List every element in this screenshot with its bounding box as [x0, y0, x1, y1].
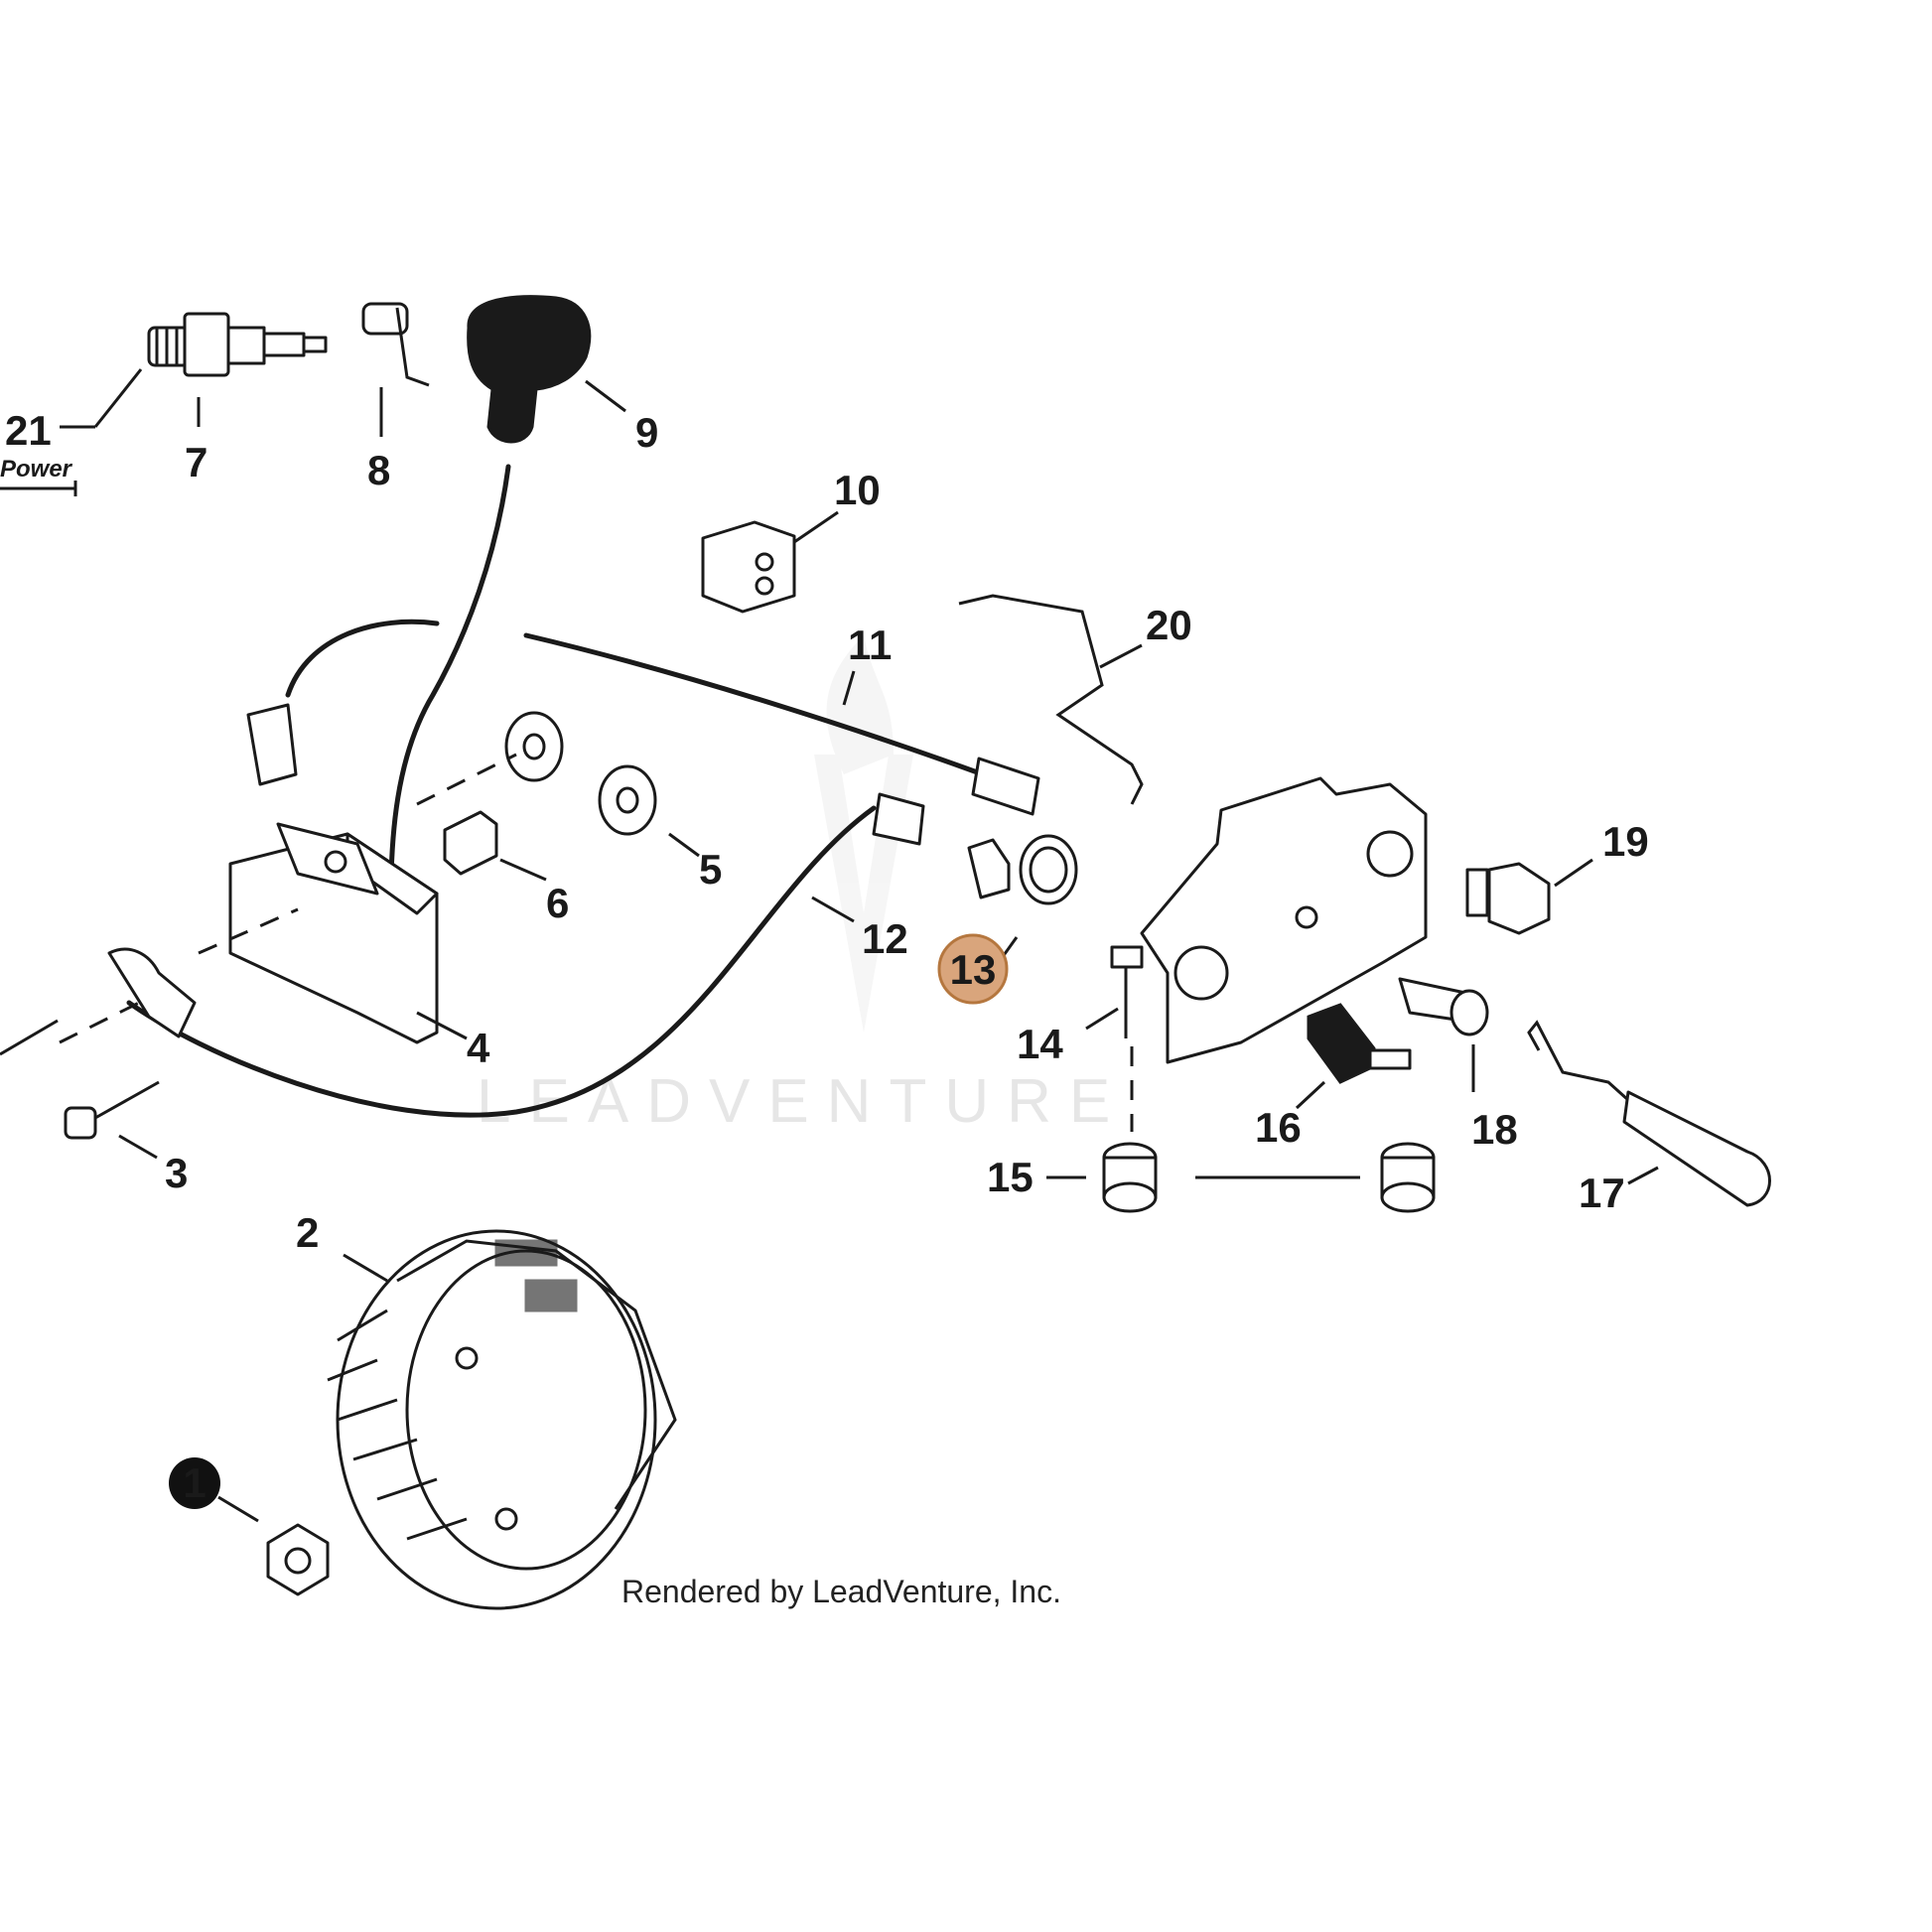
ring-terminal: [107, 947, 197, 1038]
leader-9: [585, 379, 626, 413]
label-part-18: 18: [1471, 1106, 1518, 1153]
label-part-14: 14: [1017, 1021, 1063, 1067]
switch-plate-part: [1110, 776, 1428, 1064]
leader-11: [842, 670, 856, 706]
label-part-7: 7: [185, 439, 207, 485]
leader-5: [668, 832, 700, 858]
leader-20: [1099, 643, 1143, 669]
wire-12-terminal: [872, 792, 925, 846]
grommet-block-part: [701, 520, 796, 614]
label-part-12: 12: [862, 915, 908, 962]
leader-17: [1627, 1166, 1659, 1185]
leader-14: [1085, 1007, 1119, 1031]
leader-16: [1295, 1080, 1326, 1110]
module-wire-loop: [285, 619, 440, 698]
label-part-10: 10: [834, 467, 881, 513]
label-part-20: 20: [1146, 602, 1192, 648]
wire-12: [126, 805, 877, 1118]
spark-plug-part: [147, 312, 328, 377]
label-part-1: 1: [183, 1459, 206, 1506]
spring-clip-part: [361, 302, 430, 387]
switch-part-16: [1307, 1003, 1412, 1084]
screw-part-3: [0, 1019, 160, 1140]
wire-rod-part-20: [958, 594, 1144, 805]
label-part-9: 9: [635, 409, 658, 456]
highlight-marker-13[interactable]: [937, 933, 1009, 1005]
label-part-6: 6: [546, 880, 569, 926]
label-part-2: 2: [296, 1209, 319, 1256]
pin-part-18: [1398, 977, 1489, 1036]
leader-4: [416, 1011, 468, 1040]
ignition-module-part: [228, 822, 439, 1044]
label-part-21: 21: [5, 407, 52, 454]
choke-rod-part-17: [1527, 1020, 1771, 1207]
leader-21: [93, 368, 143, 428]
power-text: Power: [0, 456, 73, 483]
watermark-text: LEADVENTURE: [477, 1067, 1128, 1136]
bracket-part-6: [443, 810, 498, 876]
bushing-part-13: [967, 834, 1078, 905]
label-part-17: 17: [1579, 1170, 1625, 1216]
flywheel-part-2: [327, 1229, 677, 1610]
leader-1: [217, 1495, 259, 1523]
leader-3: [118, 1134, 158, 1160]
label-part-3: 3: [165, 1150, 188, 1196]
ht-lead: [388, 464, 511, 926]
leader-12: [811, 896, 855, 923]
label-part-5: 5: [699, 846, 722, 893]
leader-6: [499, 858, 547, 882]
label-part-16: 16: [1255, 1104, 1302, 1151]
leader-19: [1554, 858, 1593, 888]
leader-2: [343, 1253, 388, 1283]
label-part-15: 15: [987, 1154, 1034, 1200]
spark-boot-part: [467, 295, 592, 444]
label-part-4: 4: [467, 1025, 490, 1071]
wire-11: [523, 632, 986, 777]
marker-part-1: [169, 1457, 220, 1509]
spacer-part-15: [1102, 1142, 1436, 1213]
label-part-19: 19: [1602, 818, 1649, 865]
label-part-8: 8: [367, 447, 390, 493]
module-wire-terminal: [246, 703, 298, 786]
label-part-11: 11: [848, 621, 892, 668]
wire-11-terminal: [971, 757, 1040, 816]
spacer-part-5: [504, 711, 657, 836]
primer-part-19: [1465, 862, 1551, 935]
label-part-13[interactable]: 13: [950, 946, 997, 993]
credit-text: Rendered by LeadVenture, Inc.: [621, 1574, 1061, 1609]
leader-10: [793, 510, 839, 544]
